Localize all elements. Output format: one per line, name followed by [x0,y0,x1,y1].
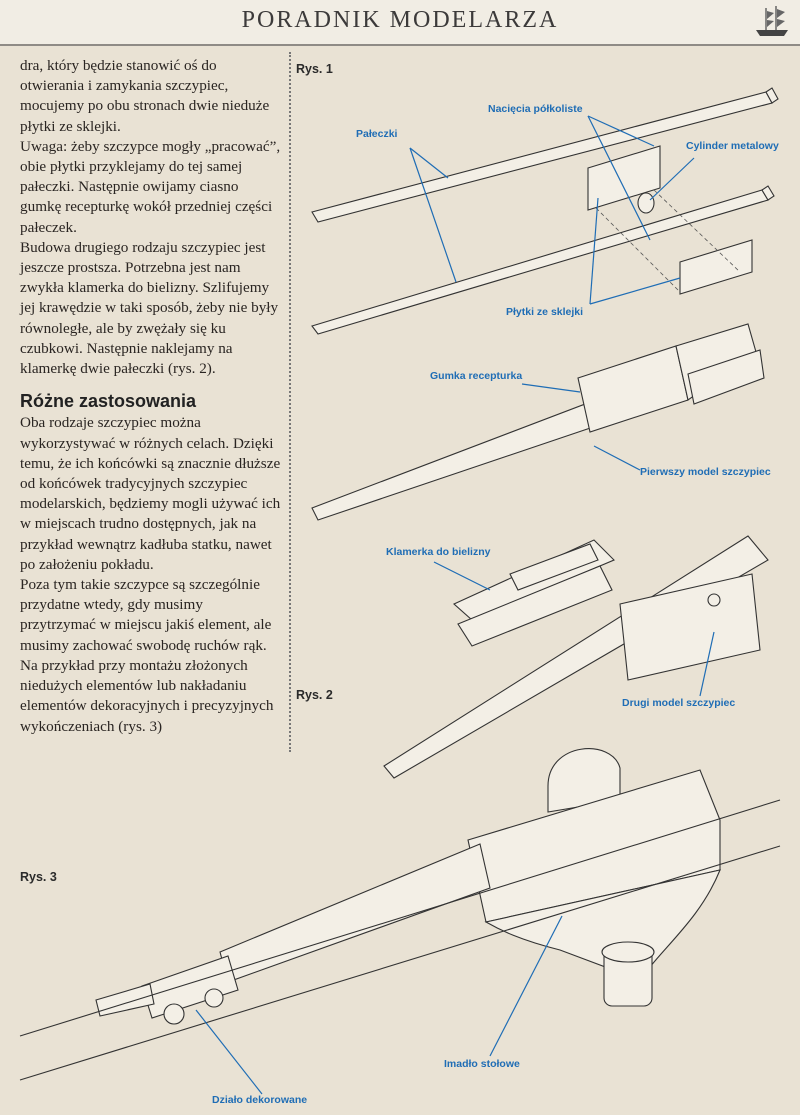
callout-naciecia: Nacięcia półkoliste [488,103,583,115]
rys1-plate-left [587,145,661,211]
callout-imadlo: Imadło stołowe [444,1058,520,1070]
rys1-lower-stick [311,185,775,335]
text-column: dra, który będzie stanowić oś do otwiera… [20,56,282,737]
callout-dzialo: Działo dekorowane [212,1094,308,1106]
rys1-cylinder [637,192,655,214]
rys1-upper-stick [311,87,779,223]
rys2-second-model [383,535,769,779]
page-header: PORADNIK MODELARZA [0,0,800,46]
callout-paleczki: Pałeczki [356,128,398,140]
rys3-tweezers [95,843,491,1025]
callout-gumka: Gumka recepturka [430,370,523,382]
paragraph: Poza tym takie szczypce są szczególnie p… [20,576,274,735]
callout-plytki: Płytki ze sklejki [506,306,584,318]
column-divider [289,52,291,752]
callout-lines [195,115,715,1095]
header-title: PORADNIK MODELARZA [241,7,559,33]
rys3-table [19,799,781,1081]
figure-label-rys3: Rys. 3 [20,870,57,884]
figure-label-rys2: Rys. 2 [296,688,333,702]
rys1-guide-lines [595,189,741,293]
callout-drugi: Drugi model szczypiec [622,697,736,709]
callout-pierwszy: Pierwszy model szczypiec [640,466,771,478]
rys1-plate-right [679,239,753,295]
paragraph: Budowa drugiego rodzaju szczypiec jest j… [20,238,279,378]
callout-cylinder: Cylinder metalowy [686,140,779,152]
callout-klamerka: Klamerka do bielizny [386,546,491,558]
rys3-vise [467,748,721,1007]
paragraph: Oba rodzaje szczypiec można wykorzystywa… [20,414,281,573]
ship-icon [756,6,788,36]
figure-label-rys1: Rys. 1 [296,62,333,76]
paragraph: dra, który będzie stanowić oś do otwiera… [20,57,270,135]
section-heading: Różne zastosowania [20,391,197,412]
rys2-clothespin [453,539,615,647]
rys1-assembled [311,323,765,521]
paragraph: Uwaga: żeby szczypce mogły „pracować”, o… [20,137,281,236]
